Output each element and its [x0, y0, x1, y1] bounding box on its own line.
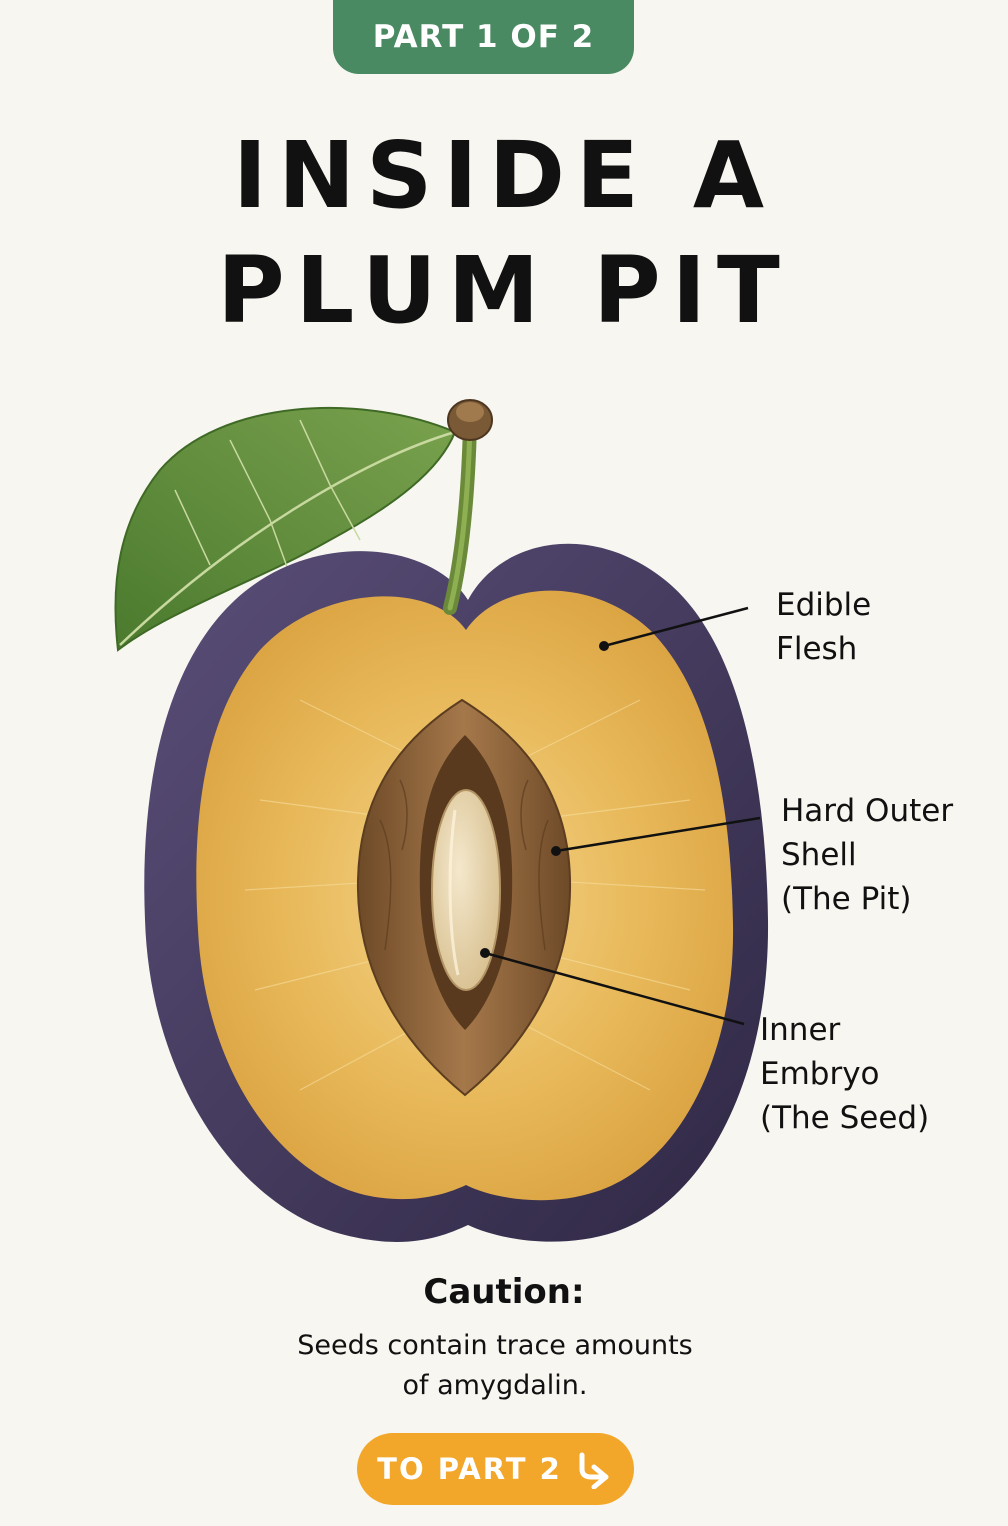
label-hard-outer-shell: Hard Outer Shell (The Pit): [781, 793, 954, 917]
caution-text: Seeds contain trace amounts of amygdalin…: [297, 1330, 693, 1401]
to-part-2-button[interactable]: TO PART 2: [357, 1433, 634, 1505]
part-badge: PART 1 OF 2: [333, 0, 634, 74]
label-inner-embryo: Inner Embryo (The Seed): [760, 1012, 930, 1136]
arrow-down-right-icon: [574, 1449, 614, 1489]
pit-texture: [379, 779, 549, 951]
caution-heading: Caution:: [423, 1272, 585, 1312]
leaf: [114, 407, 457, 652]
marker-shell: [551, 846, 561, 856]
page-title-line-2: PLUM PIT: [217, 237, 791, 344]
label-edible-flesh: Edible Flesh: [776, 587, 872, 667]
marker-seed: [480, 948, 490, 958]
seed: [431, 789, 501, 991]
page-title-line-1: INSIDE A: [232, 122, 776, 229]
plum-cross-section-illustration: [114, 399, 769, 1242]
leader-lines: [484, 606, 761, 1026]
marker-flesh: [599, 641, 609, 651]
to-part-2-label: TO PART 2: [377, 1452, 562, 1486]
